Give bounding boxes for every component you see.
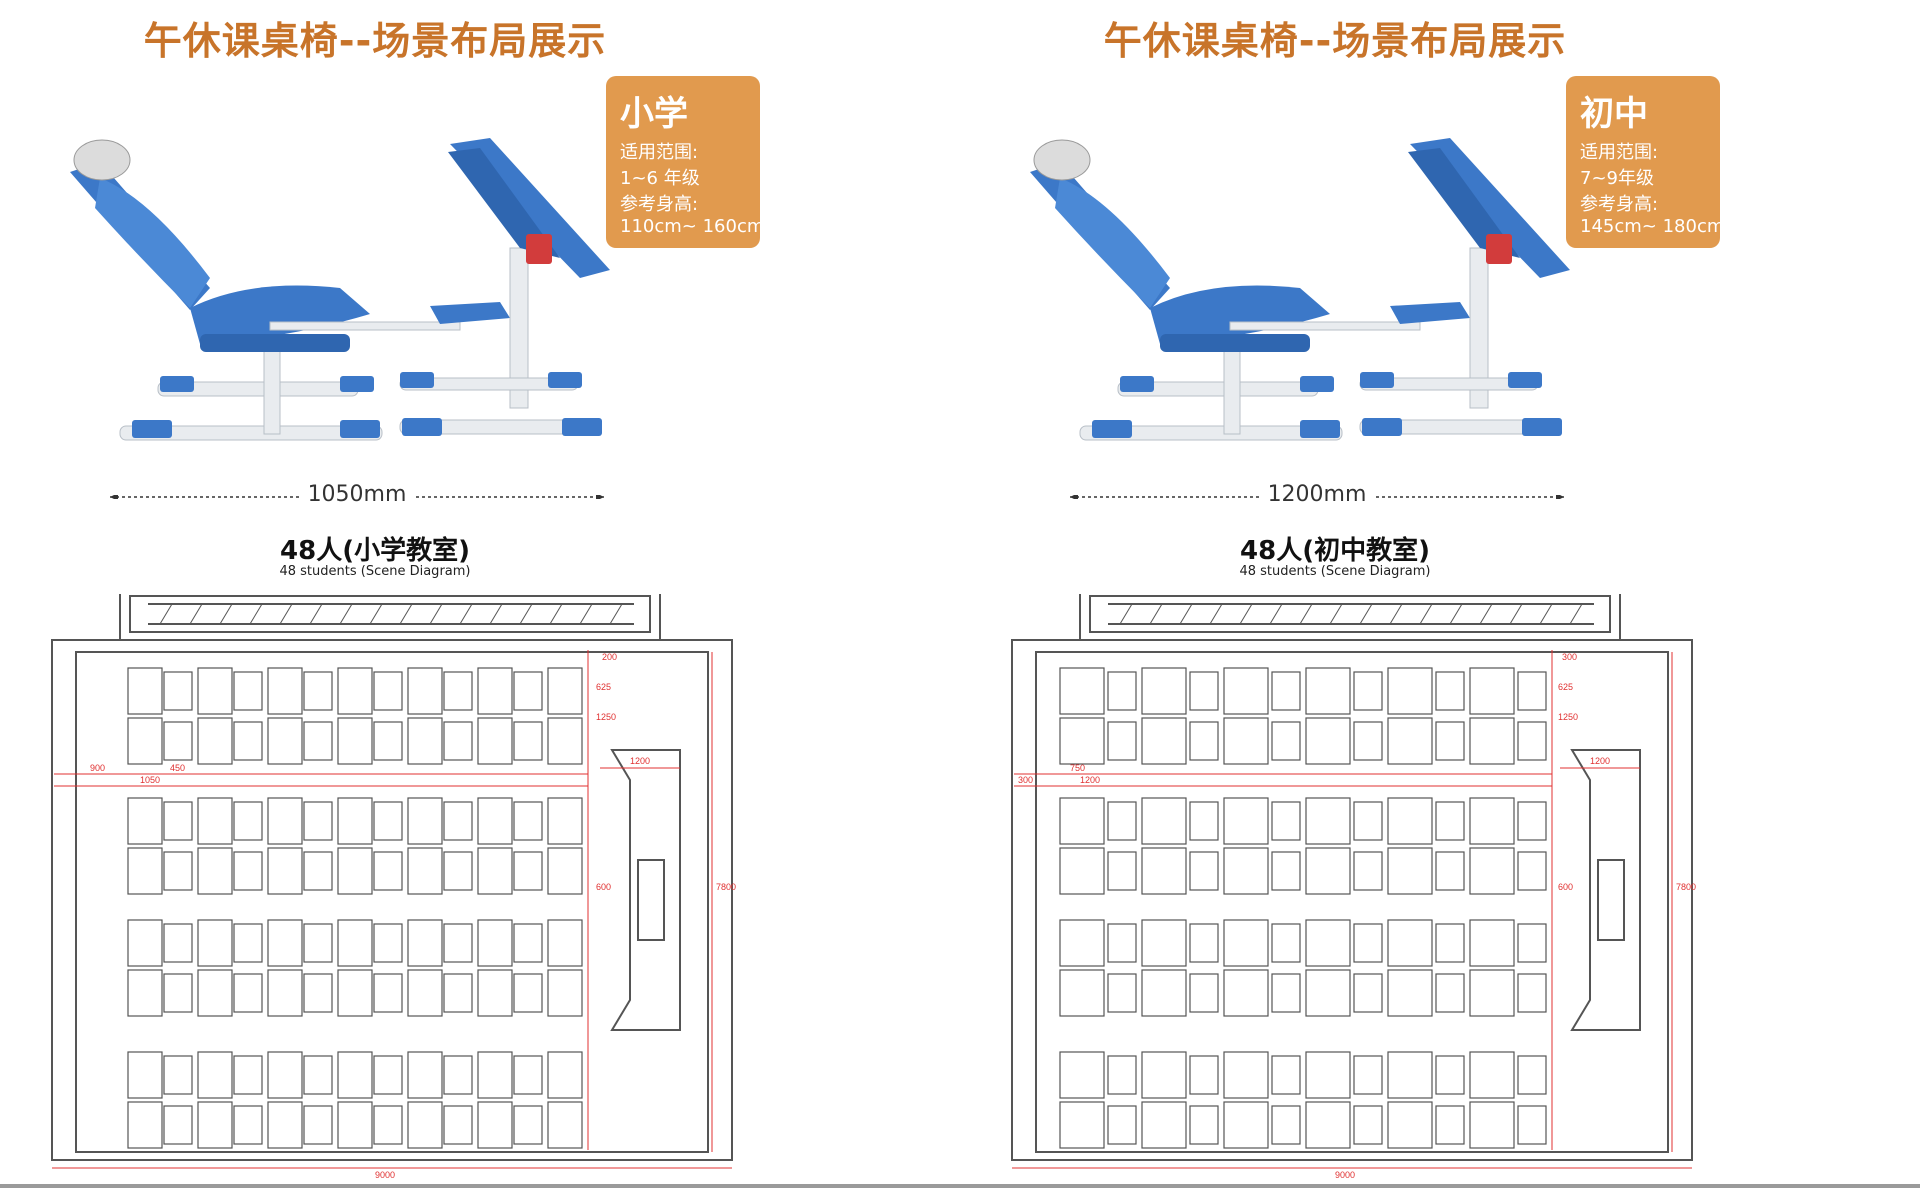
blackboard-hatch — [1119, 603, 1583, 625]
seat-row-5 — [127, 919, 583, 967]
front-gap-label: 1200 — [630, 756, 650, 766]
product-width-dimension: 1050mm — [110, 482, 604, 510]
seat-row-4 — [1059, 847, 1547, 895]
dimension-labels: 900 450 1050 625 1250 600 200 1200 7800 … — [90, 652, 736, 1180]
dimension-labels: 300 750 1200 625 1250 600 300 1200 7800 … — [1018, 652, 1696, 1180]
dimension-lines — [1012, 650, 1692, 1169]
grade-badge: 小学 适用范围: 1~6 年级 参考身高: 110cm~ 160cm — [606, 76, 764, 248]
plan-title: 48人(初中教室) — [1240, 536, 1430, 566]
plan-subtitle: 48 students (Scene Diagram) — [279, 564, 471, 579]
aisle-label: 600 — [596, 882, 611, 892]
plan-walls — [1011, 594, 1693, 1161]
seat-row-3 — [127, 797, 583, 845]
chair-space-label: 450 — [170, 763, 185, 773]
height-label: 参考身高: — [620, 194, 699, 215]
height-label: 参考身高: — [1580, 194, 1659, 215]
pair-depth-label: 1250 — [596, 712, 616, 722]
seat-rows — [1059, 667, 1547, 1149]
room-length-label: 7800 — [1676, 882, 1696, 892]
seat-row-5 — [1059, 919, 1547, 967]
pair-depth-label: 1250 — [1558, 712, 1578, 722]
classroom-floor-plan: 300 750 1200 625 1250 600 300 1200 7800 … — [1011, 594, 1696, 1180]
seat-rows — [127, 667, 583, 1149]
left-margin-label: 300 — [1018, 775, 1033, 785]
range-label: 适用范围: — [620, 142, 699, 163]
seat-row-4 — [127, 847, 583, 895]
room-width-label: 9000 — [375, 1170, 395, 1180]
plan-subtitle: 48 students (Scene Diagram) — [1239, 564, 1431, 579]
front-offset-label: 200 — [602, 652, 617, 662]
seat-row-3 — [1059, 797, 1547, 845]
range-value: 1~6 年级 — [620, 168, 700, 189]
row-depth-label: 625 — [1558, 682, 1573, 692]
range-label: 适用范围: — [1580, 142, 1659, 163]
product-width-dimension: 1200mm — [1070, 482, 1564, 510]
blackboard-hatch — [159, 603, 623, 625]
bottom-border — [0, 1184, 1920, 1188]
seat-row-2 — [1059, 717, 1547, 765]
seat-row-1 — [127, 667, 583, 715]
seat-row-8 — [1059, 1101, 1547, 1149]
aisle-label: 600 — [1558, 882, 1573, 892]
front-gap-label: 1200 — [1590, 756, 1610, 766]
panel-primary: 午休课桌椅--场景布局展示 小学 适用范围: 1~6 年级 参考身高: 110c… — [51, 19, 764, 1180]
grade-level: 初中 — [1580, 94, 1648, 134]
column-spacing-label: 1050 — [140, 775, 160, 785]
seat-row-1 — [1059, 667, 1547, 715]
desk-chair-illustration — [1030, 138, 1570, 441]
row-depth-label: 625 — [596, 682, 611, 692]
seat-row-6 — [1059, 969, 1547, 1017]
plan-title: 48人(小学教室) — [280, 536, 470, 566]
seat-row-7 — [127, 1051, 583, 1099]
dimension-lines — [52, 650, 732, 1169]
column-spacing-label: 1200 — [1080, 775, 1100, 785]
chair-space-label: 750 — [1070, 763, 1085, 773]
seat-row-8 — [127, 1101, 583, 1149]
panel-title: 午休课桌椅--场景布局展示 — [1103, 19, 1567, 63]
room-length-label: 7800 — [716, 882, 736, 892]
classroom-floor-plan: 900 450 1050 625 1250 600 200 1200 7800 … — [51, 594, 736, 1180]
product-width-label: 1050mm — [299, 482, 415, 507]
grade-badge: 初中 适用范围: 7~9年级 参考身高: 145cm~ 180cm — [1566, 76, 1724, 248]
left-margin-label: 900 — [90, 763, 105, 773]
room-width-label: 9000 — [1335, 1170, 1355, 1180]
front-offset-label: 300 — [1562, 652, 1577, 662]
panel-title: 午休课桌椅--场景布局展示 — [143, 19, 607, 63]
product-width-label: 1200mm — [1259, 482, 1375, 507]
range-value: 7~9年级 — [1580, 168, 1654, 189]
grade-level: 小学 — [620, 94, 688, 134]
seat-row-7 — [1059, 1051, 1547, 1099]
desk-chair-illustration — [70, 138, 610, 441]
podium — [1570, 749, 1641, 1031]
seat-row-6 — [127, 969, 583, 1017]
height-value: 145cm~ 180cm — [1580, 216, 1725, 237]
panel-secondary: 午休课桌椅--场景布局展示 初中 适用范围: 7~9年级 参考身高: 145cm… — [960, 0, 1920, 1188]
seat-row-2 — [127, 717, 583, 765]
height-value: 110cm~ 160cm — [620, 216, 765, 237]
plan-walls — [51, 594, 733, 1161]
podium — [610, 749, 681, 1031]
